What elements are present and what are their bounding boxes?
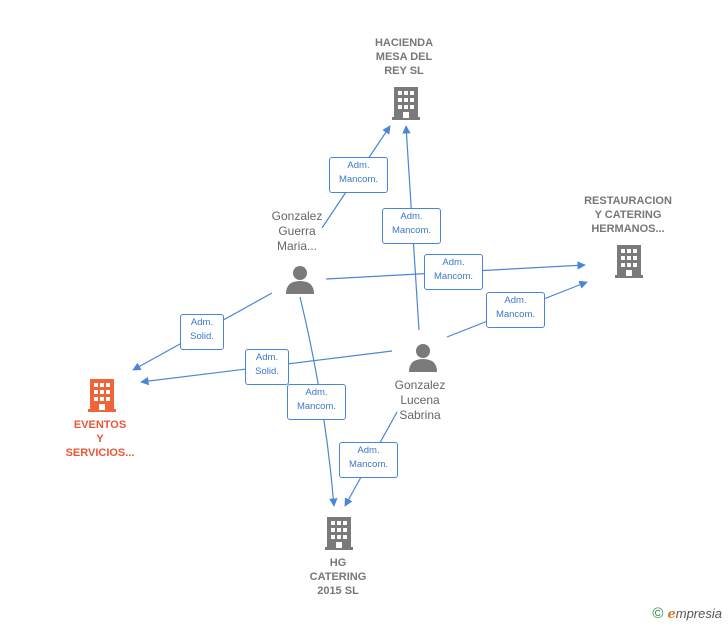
edge-label-line2: Mancom. (296, 401, 337, 412)
building-icon[interactable] (324, 516, 354, 550)
lucena-line-1: Gonzalez (394, 378, 446, 392)
person-label-gonzalez-guerra[interactable]: Gonzalez Guerra Maria... (250, 209, 344, 254)
restauracion-line-3: HERMANOS... (591, 223, 665, 235)
hacienda-line-3: REY SL (384, 65, 424, 77)
company-label-hg-catering[interactable]: HG CATERING 2015 SL (290, 556, 386, 598)
restauracion-line-2: Y CATERING (594, 209, 662, 221)
eventos-line-3: SERVICIOS... (65, 447, 135, 459)
hg-line-2: CATERING (309, 571, 367, 583)
edge-label-line2: Solid. (190, 331, 214, 342)
edge-label-line1: Adm. (400, 211, 423, 222)
edge-label-guerra-restauracion[interactable]: Adm. Mancom. (424, 254, 483, 290)
person-icon[interactable] (285, 264, 315, 294)
company-label-eventos[interactable]: EVENTOS Y SERVICIOS... (52, 418, 148, 460)
edge-label-guerra-hacienda[interactable]: Adm. Mancom. (329, 157, 388, 193)
edge-label-line2: Mancom. (348, 459, 389, 470)
edge-label-line1: Adm. (255, 352, 279, 363)
edge-label-line2: Mancom. (495, 309, 536, 320)
edge-label-guerra-hg[interactable]: Adm. Mancom. (287, 384, 346, 420)
lucena-line-2: Lucena (400, 393, 440, 407)
edge-label-line1: Adm. (442, 257, 465, 268)
edge-label-lucena-restauracion[interactable]: Adm. Mancom. (486, 292, 545, 328)
guerra-line-2: Guerra (278, 224, 316, 238)
brand-logo: empresia (667, 606, 722, 622)
brand-initial: e (667, 607, 676, 622)
brand-name: mpresia (675, 606, 722, 621)
edge-label-line2: Solid. (255, 366, 279, 377)
eventos-line-1: EVENTOS (73, 419, 127, 431)
person-label-gonzalez-lucena[interactable]: Gonzalez Lucena Sabrina (373, 378, 467, 423)
eventos-line-2: Y (96, 433, 104, 445)
hacienda-line-1: HACIENDA (374, 37, 434, 49)
edge-label-line2: Mancom. (338, 174, 379, 185)
company-label-restauracion[interactable]: RESTAURACION Y CATERING HERMANOS... (574, 194, 682, 236)
edge-label-lucena-hg[interactable]: Adm. Mancom. (339, 442, 398, 478)
edge-label-line1: Adm. (305, 387, 328, 398)
edge-label-line1: Adm. (504, 295, 527, 306)
person-icon[interactable] (408, 342, 438, 372)
copyright-notice: ©empresia (652, 605, 722, 622)
edge-label-line1: Adm. (357, 445, 380, 456)
company-label-hacienda[interactable]: HACIENDA MESA DEL REY SL (356, 36, 452, 78)
hg-line-1: HG (329, 557, 347, 569)
copyright-icon: © (652, 605, 664, 622)
edge-label-line2: Mancom. (391, 225, 432, 236)
hg-line-3: 2015 SL (317, 585, 359, 597)
guerra-line-1: Gonzalez (271, 209, 323, 223)
edge-label-lucena-hacienda[interactable]: Adm. Mancom. (382, 208, 441, 244)
guerra-line-3: Maria... (276, 239, 317, 253)
edge-label-guerra-eventos[interactable]: Adm. Solid. (180, 314, 224, 350)
edge-label-line2: Mancom. (433, 271, 474, 282)
edge-label-line1: Adm. (190, 317, 214, 328)
edge-label-line1: Adm. (347, 160, 370, 171)
building-icon[interactable] (391, 86, 421, 120)
restauracion-line-1: RESTAURACION (584, 195, 672, 207)
edge-label-lucena-eventos[interactable]: Adm. Solid. (245, 349, 289, 385)
lucena-line-3: Sabrina (399, 408, 441, 422)
hacienda-line-2: MESA DEL (375, 51, 433, 63)
building-icon-highlighted[interactable] (87, 378, 117, 412)
building-icon[interactable] (614, 244, 644, 278)
